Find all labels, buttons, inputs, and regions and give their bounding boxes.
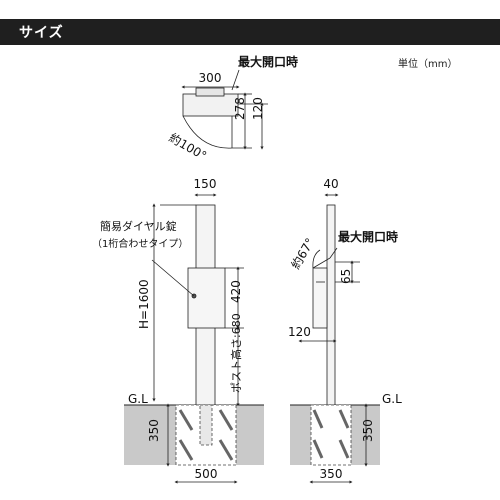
front-lock-sub-label: （1桁合わせタイプ） (92, 237, 188, 250)
side-post (326, 204, 336, 406)
section-title: サイズ (19, 25, 64, 41)
side-gl-label: G.L (382, 392, 402, 406)
front-post-width-label: 150 (194, 177, 217, 191)
front-base-depth-label: 350 (147, 419, 161, 442)
side-swing-arc (312, 249, 321, 269)
top-view-width-label: 300 (199, 71, 222, 85)
side-max-open-label: 最大開口時 (338, 229, 398, 244)
side-box-offset-label: 65 (339, 269, 353, 284)
side-post-depth-label: 40 (323, 177, 338, 191)
side-base-width-label: 350 (320, 467, 343, 481)
front-lock-label: 簡易ダイヤル錠 (100, 219, 177, 233)
side-base-depth-label: 350 (361, 419, 375, 442)
top-view-max-open-label: 最大開口時 (238, 54, 298, 69)
top-view-height-label: 120 (251, 97, 265, 120)
side-box-depth-label: 120 (288, 325, 311, 339)
top-view-box (182, 93, 239, 117)
section-header: サイズ (0, 19, 500, 45)
front-base-width-label: 500 (195, 467, 218, 481)
unit-label: 単位（mm） (398, 59, 458, 70)
top-view (181, 69, 268, 150)
front-gl-label: G.L (128, 392, 148, 406)
front-box-height-label: 420 (229, 280, 243, 303)
side-view (290, 193, 380, 484)
side-mailbox (312, 267, 328, 329)
top-view-angle-label: 約100° (167, 130, 210, 163)
top-view-depth-label: 278 (233, 97, 247, 120)
front-total-height-label: H=1600 (137, 279, 151, 329)
front-view (124, 193, 264, 484)
top-view-lid (195, 87, 225, 97)
front-post-height-label: ポスト高さ:680 (229, 313, 243, 393)
top-view-swing-arc (182, 115, 233, 149)
